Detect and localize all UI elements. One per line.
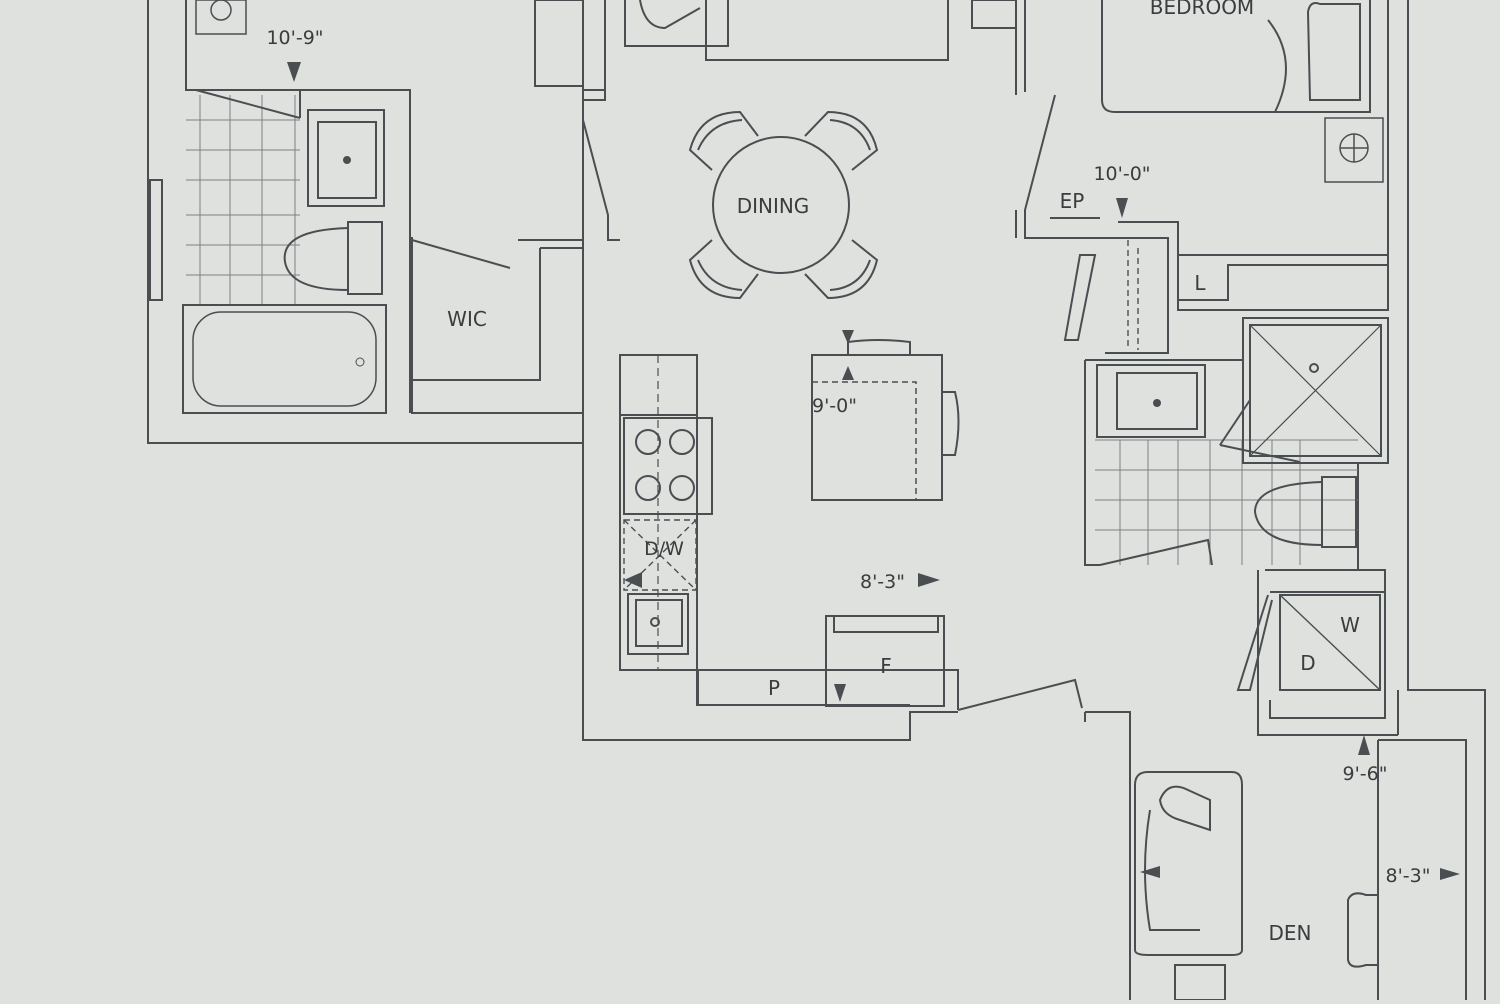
arrow-right-icon: [918, 573, 940, 587]
den-furniture: [1134, 739, 1467, 1000]
washer-dryer-icon: [1279, 594, 1381, 691]
kitchen-island: [811, 330, 960, 501]
closets: [1063, 240, 1388, 350]
walls: [147, 0, 1486, 1000]
dim-den-depth: 8'-3": [1386, 865, 1431, 887]
sofa-icon: [1134, 771, 1243, 956]
floor-drain-icon: [1324, 117, 1384, 183]
bathtub-icon: [182, 304, 387, 414]
right-bathroom: [1095, 317, 1389, 566]
dim-island: 9'-0": [812, 395, 857, 417]
arrow-down-icon: [287, 62, 301, 82]
door-swing-icon: [1063, 254, 1097, 341]
fridge-icon: [825, 615, 945, 707]
chair-icon: [804, 239, 879, 300]
arrow-up-icon: [1358, 735, 1370, 755]
chair-icon: [1347, 892, 1379, 968]
toilet-icon: [283, 221, 383, 295]
bedroom-furniture: [1101, 0, 1384, 183]
bed-pillow: [1306, 2, 1361, 101]
dining-table: [712, 136, 850, 274]
bathroom-tiles-left: [186, 95, 300, 305]
dim-den-width: 9'-6": [1343, 763, 1388, 785]
dining-set: [688, 110, 879, 300]
arrow-down-icon: [1116, 198, 1128, 218]
dim-top-bath: 10'-9": [266, 27, 323, 49]
bed: [1101, 0, 1371, 113]
living-furniture: [534, 0, 1017, 87]
laundry: [1236, 594, 1381, 691]
chair-icon: [688, 239, 759, 300]
label-ep: EP: [1060, 189, 1085, 213]
chair-icon: [688, 110, 759, 171]
room-label-den: DEN: [1269, 921, 1312, 945]
door-swing-icon: [957, 678, 1083, 711]
door-swing-icon: [195, 89, 301, 119]
toilet-icon: [1253, 476, 1357, 548]
left-bathroom: [182, 0, 387, 414]
kitchen-counter: [619, 354, 945, 707]
arrow-down-icon: [834, 684, 846, 702]
door-swing-icon: [1099, 538, 1213, 566]
living-rug: [705, 0, 949, 61]
stove-icon: [623, 417, 713, 515]
label-washer: W: [1340, 613, 1360, 637]
label-pantry: P: [768, 676, 780, 700]
arrow-right-icon: [1440, 868, 1460, 880]
label-fridge: F: [880, 654, 892, 678]
room-label-wic: WIC: [447, 307, 487, 331]
sink-icon: [307, 109, 385, 207]
chair-icon: [942, 391, 960, 456]
sofa-icon: [624, 0, 729, 47]
chair-icon: [804, 110, 879, 171]
label-linen: L: [1194, 271, 1206, 295]
room-label-bedroom: BEDROOM: [1150, 0, 1254, 19]
sink-icon: [627, 593, 689, 655]
label-dryer: D: [1300, 651, 1315, 675]
tub-drain: [355, 357, 365, 367]
dim-bedroom: 10'-0": [1093, 163, 1150, 185]
shower-icon: [1219, 317, 1389, 464]
side-cabinet: [971, 0, 1017, 29]
door-swing-icon: [1236, 594, 1273, 691]
label-dishwasher: D/W: [644, 538, 684, 560]
room-label-dining: DINING: [737, 194, 810, 218]
bathroom-tiles-right: [1095, 439, 1358, 565]
shelf: [534, 0, 584, 87]
arrow-left-icon: [624, 572, 642, 588]
floor-drain-icon: [195, 0, 247, 35]
arrow-left-icon: [1140, 866, 1160, 878]
dim-kitchen: 8'-3": [860, 571, 905, 593]
sink-icon: [1096, 364, 1206, 438]
